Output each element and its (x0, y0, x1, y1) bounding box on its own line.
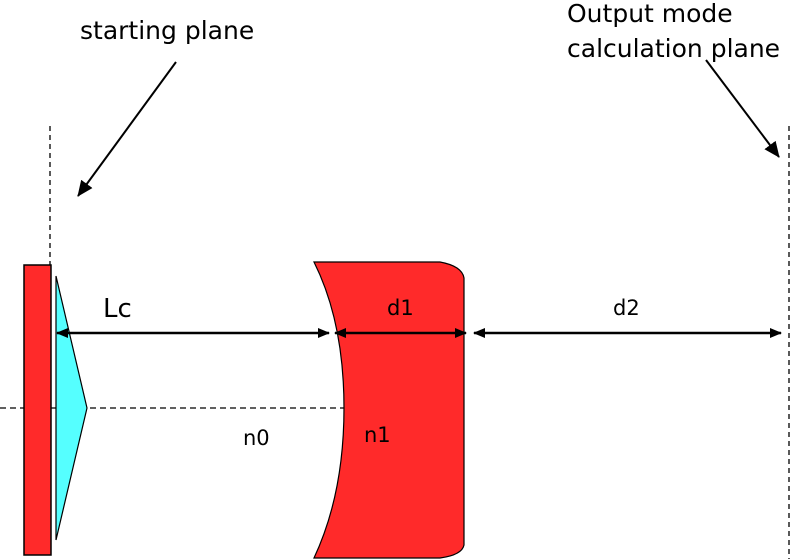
output-plane-pointer-arrow (705, 59, 780, 158)
output-plane-label-line1: Output mode (567, 0, 733, 28)
lc-label: Lc (103, 294, 132, 324)
starting-plane-label: starting plane (80, 16, 254, 45)
d2-label: d2 (613, 296, 640, 320)
starting-plane-pointer-arrow (77, 61, 177, 197)
n0-label: n0 (243, 426, 270, 450)
output-plane-label-line2: calculation plane (567, 34, 780, 63)
n1-label: n1 (364, 423, 391, 447)
gain-medium-triangle (55, 275, 88, 541)
back-mirror (23, 264, 52, 556)
d1-label: d1 (387, 296, 414, 320)
